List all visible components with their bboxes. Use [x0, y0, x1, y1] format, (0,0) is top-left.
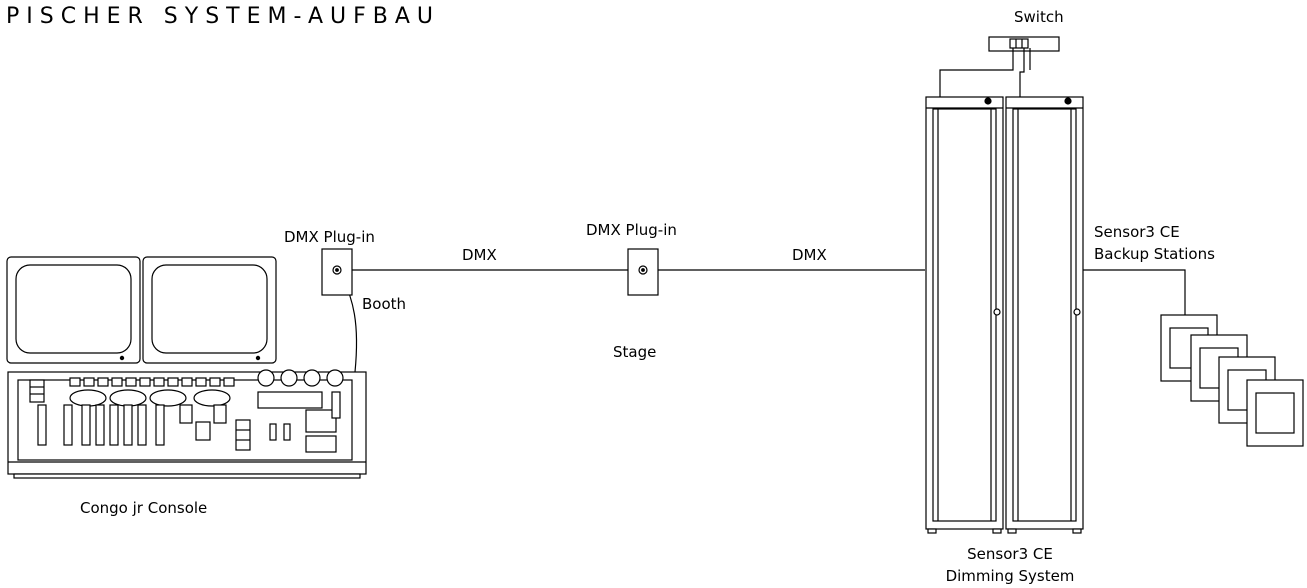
console-faders: [37, 404, 227, 446]
console-desk: [7, 369, 367, 479]
monitor-right: [142, 256, 277, 364]
backup-label-line1: Sensor3 CE: [1094, 223, 1180, 241]
dimming-rack-left: [925, 96, 1004, 534]
switch-label: Switch: [1014, 8, 1064, 26]
console-top-buttons: [69, 377, 235, 387]
dimming-rack-right: [1005, 96, 1084, 534]
dmx-label-2: DMX: [792, 246, 827, 264]
page-title: PISCHER SYSTEM-AUFBAU: [6, 4, 440, 29]
booth-label: Booth: [362, 295, 407, 313]
dmx-plugin-stage-label: DMX Plug-in: [586, 221, 677, 239]
backup-label-line2: Backup Stations: [1094, 245, 1215, 263]
dmx-label-1: DMX: [462, 246, 497, 264]
dmx-plugin-stage: [627, 248, 659, 296]
congo-jr-console: [6, 256, 367, 479]
backup-stations-label: Sensor3 CE Backup Stations: [1094, 221, 1215, 265]
dimming-label-line2: Dimming System: [945, 567, 1075, 585]
backup-line: [1083, 269, 1186, 315]
console-button-blocks: [235, 391, 341, 453]
dmx-plugin-booth: [321, 248, 353, 296]
dmx-plugin-booth-label: DMX Plug-in: [284, 228, 375, 246]
monitor-left: [6, 256, 141, 364]
console-side-keys: [29, 379, 45, 403]
backup-station-4: [1246, 379, 1304, 447]
console-knobs: [69, 369, 344, 407]
dimming-system-label: Sensor3 CE Dimming System: [945, 543, 1075, 587]
switch-cables: [939, 48, 1031, 97]
dimming-label-line1: Sensor3 CE: [967, 545, 1053, 563]
console-label: Congo jr Console: [80, 499, 208, 517]
stage-label: Stage: [613, 343, 657, 361]
